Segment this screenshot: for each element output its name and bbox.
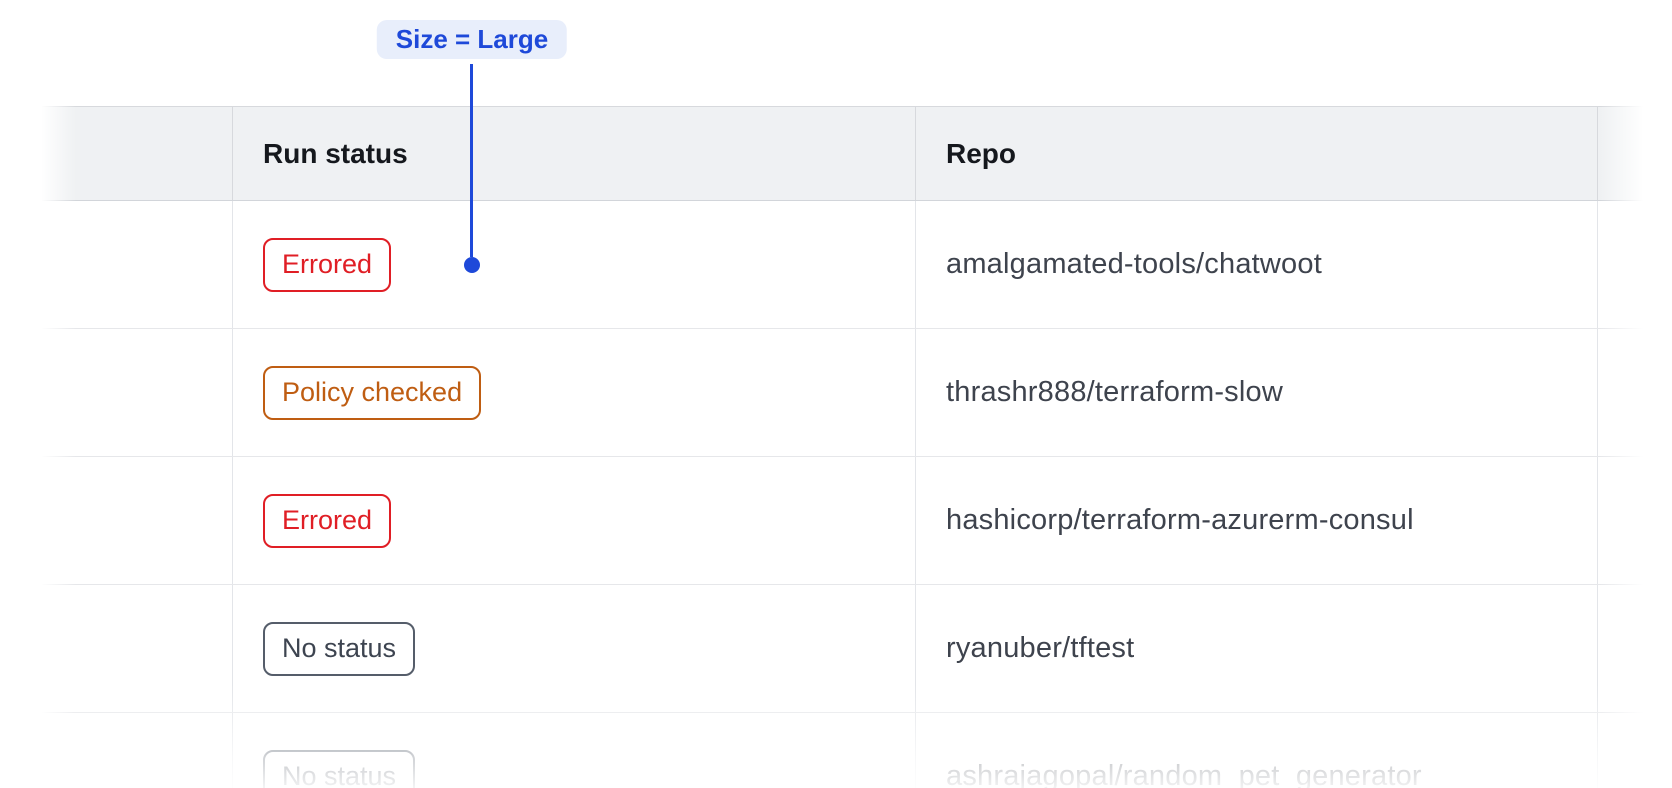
header-cell-empty (42, 107, 233, 200)
table-row[interactable]: Errored hashicorp/terraform-azurerm-cons… (42, 457, 1672, 585)
repo-cell: amalgamated-tools/chatwoot (916, 201, 1598, 328)
status-badge: No status (263, 749, 416, 788)
run-status-cell: No status (233, 713, 916, 788)
repo-name: hashicorp/terraform-azurerm-consul (946, 504, 1414, 536)
repo-cell: ashrajagopal/random_pet_generator (916, 713, 1598, 788)
table-header-row: Run status Repo (42, 106, 1672, 201)
repo-name: ryanuber/tftest (946, 632, 1135, 664)
annotation-label: Size = Large (376, 20, 568, 59)
repo-name: thrashr888/terraform-slow (946, 376, 1283, 408)
annotation-pointer-dot (464, 257, 480, 273)
table-row[interactable]: No status ryanuber/tftest (42, 585, 1672, 713)
run-status-cell: Errored (233, 457, 916, 584)
row-cell-empty (42, 713, 233, 788)
status-badge: No status (263, 621, 416, 676)
repo-cell: thrashr888/terraform-slow (916, 329, 1598, 456)
row-cell-overflow (1598, 585, 1672, 712)
repo-name: ashrajagopal/random_pet_generator (946, 760, 1422, 788)
run-status-cell: Policy checked (233, 329, 916, 456)
row-cell-empty (42, 457, 233, 584)
row-cell-overflow (1598, 201, 1672, 328)
header-cell-overflow (1598, 107, 1672, 200)
repo-cell: hashicorp/terraform-azurerm-consul (916, 457, 1598, 584)
header-cell-repo: Repo (916, 107, 1598, 200)
table-row[interactable]: Errored amalgamated-tools/chatwoot (42, 201, 1672, 329)
status-badge: Errored (263, 493, 392, 548)
table-row[interactable]: No status ashrajagopal/random_pet_genera… (42, 713, 1672, 788)
table-row[interactable]: Policy checked thrashr888/terraform-slow (42, 329, 1672, 457)
run-status-cell: Errored (233, 201, 916, 328)
repo-name: amalgamated-tools/chatwoot (946, 248, 1322, 280)
run-status-cell: No status (233, 585, 916, 712)
row-cell-overflow (1598, 713, 1672, 788)
row-cell-empty (42, 329, 233, 456)
row-cell-overflow (1598, 457, 1672, 584)
status-badge: Policy checked (263, 365, 482, 420)
runs-table: Run status Repo Errored amalgamated-tool… (42, 106, 1672, 788)
status-badge: Errored (263, 237, 392, 292)
row-cell-overflow (1598, 329, 1672, 456)
row-cell-empty (42, 585, 233, 712)
header-cell-run-status: Run status (233, 107, 916, 200)
annotation-pointer-line (470, 64, 473, 257)
repo-cell: ryanuber/tftest (916, 585, 1598, 712)
row-cell-empty (42, 201, 233, 328)
